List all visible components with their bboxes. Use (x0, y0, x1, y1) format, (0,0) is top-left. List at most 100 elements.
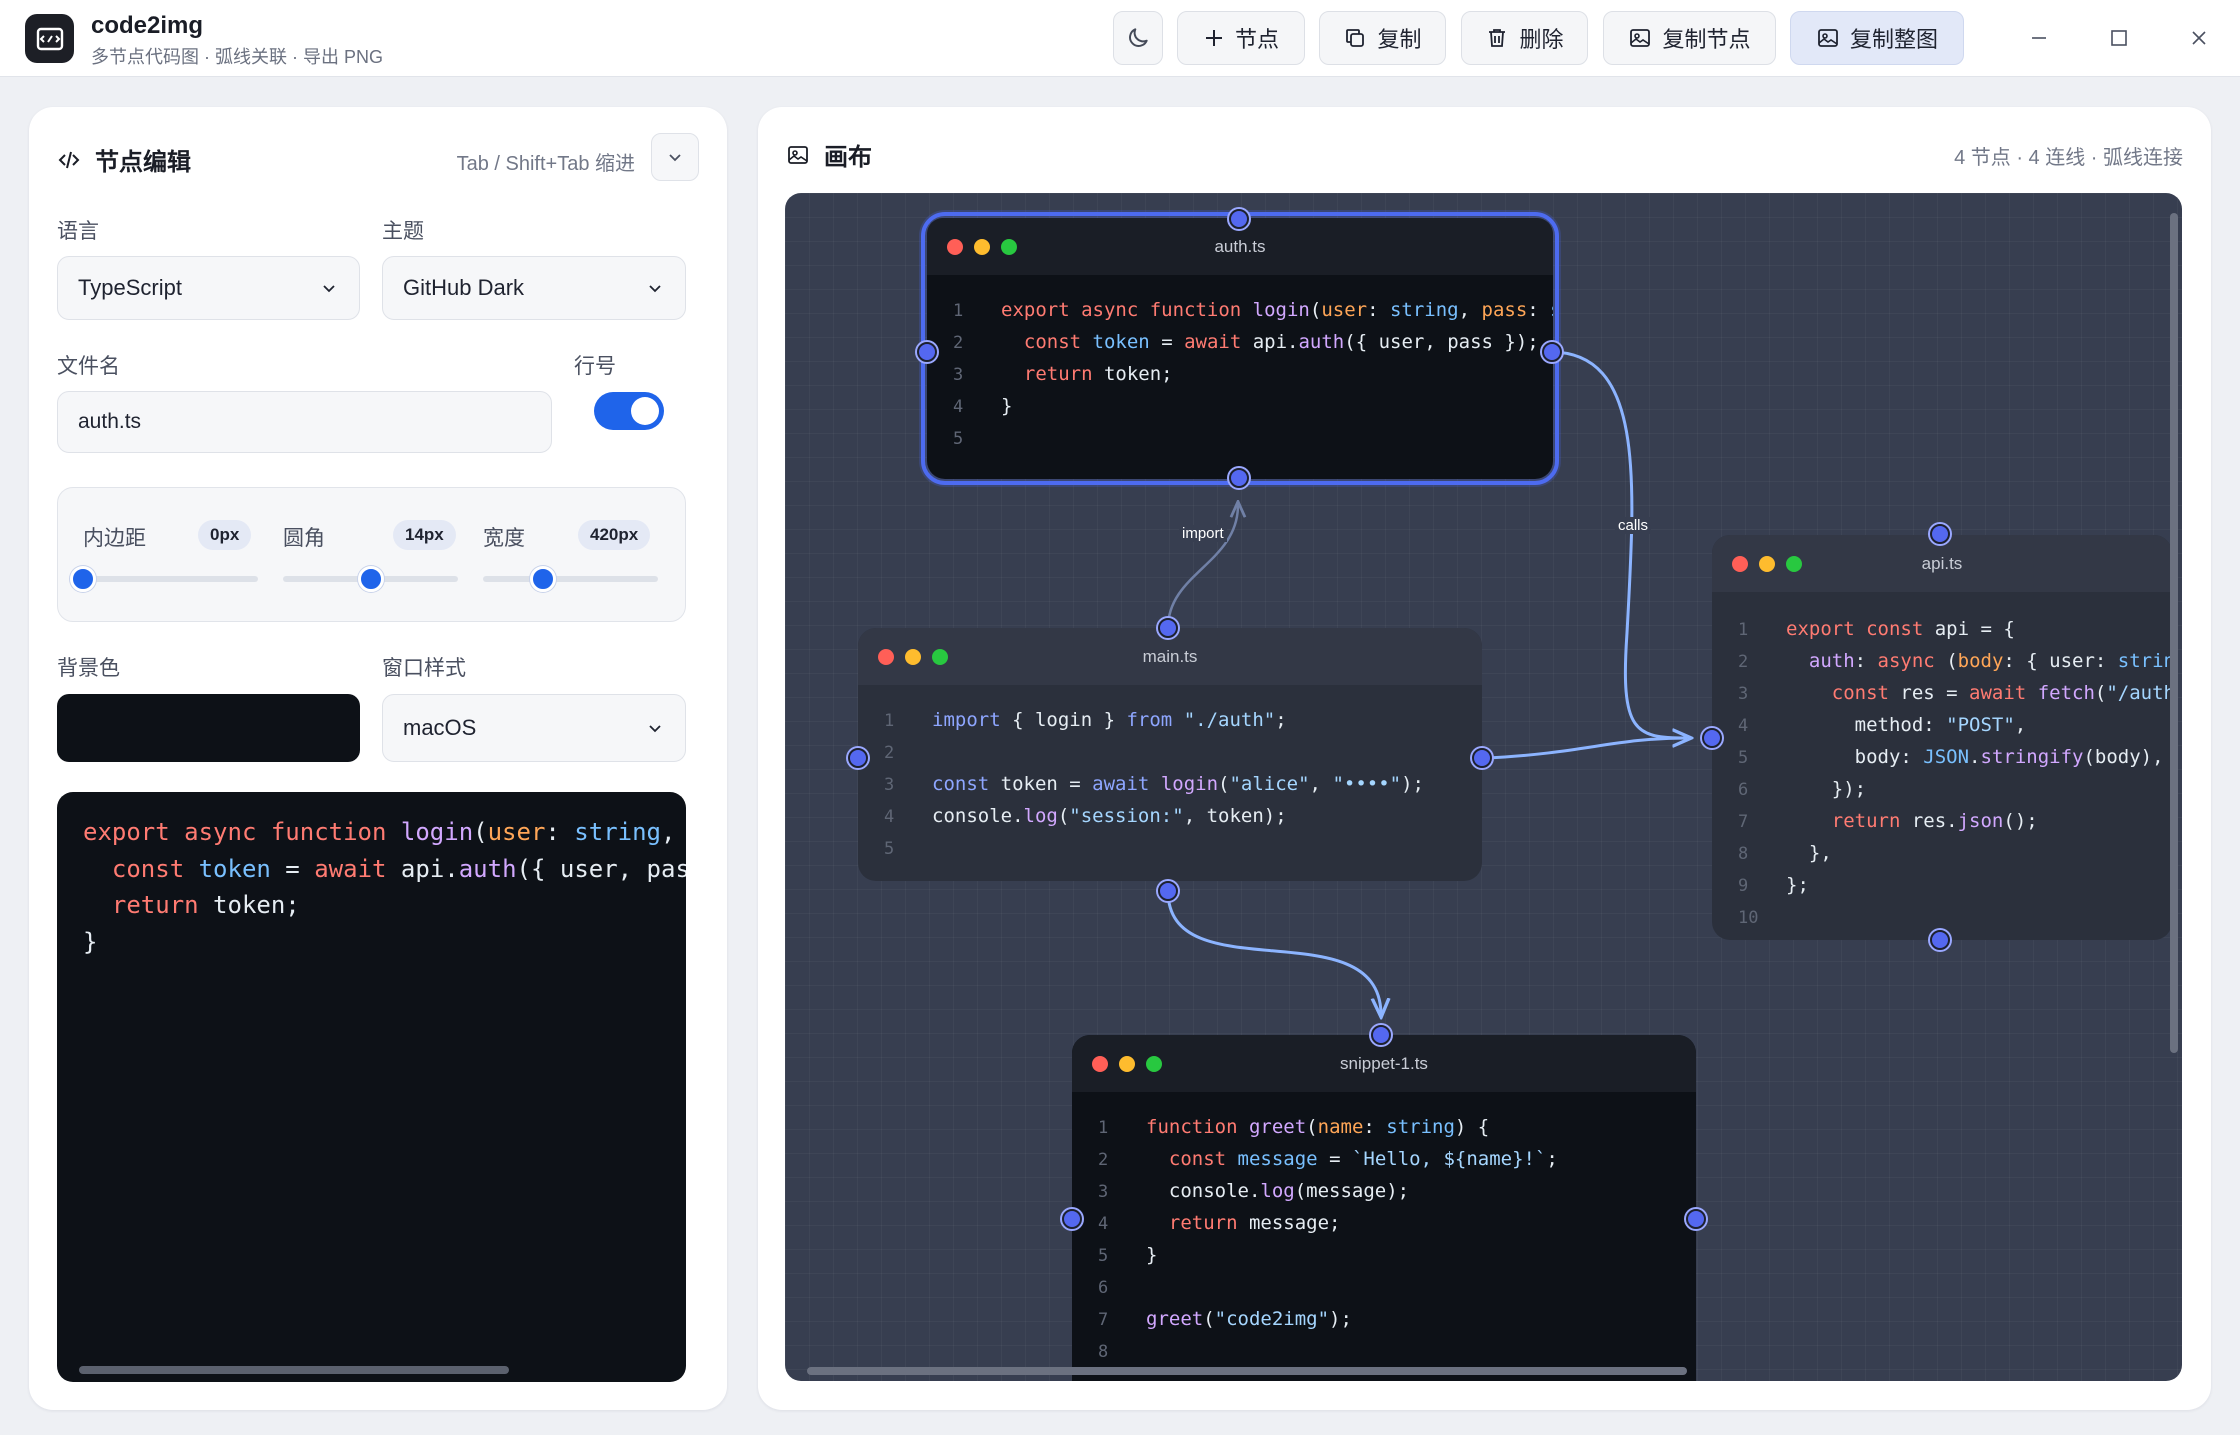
delete-button[interactable]: 删除 (1461, 11, 1588, 65)
chevron-down-icon (323, 285, 335, 293)
image-icon (1630, 29, 1651, 47)
line-numbers-toggle[interactable] (594, 392, 664, 430)
canvas-title: 画布 (824, 144, 872, 171)
node-api-filename: api.ts (1921, 553, 1963, 573)
code-editor-text: export async function login(user: string… (83, 818, 686, 956)
window-dots (1732, 556, 1802, 572)
chevron-down-icon (649, 285, 661, 293)
window-minimize-button[interactable] (2019, 18, 2059, 58)
theme-value: GitHub Dark (403, 275, 525, 300)
theme-toggle-button[interactable] (1113, 11, 1163, 65)
handle-main-top[interactable] (1158, 618, 1178, 638)
line-numbers-label: 行号 (574, 355, 616, 378)
handle-auth-left[interactable] (917, 342, 937, 362)
canvas-panel: 画布 4 节点 · 4 连线 · 弧线连接 import calls auth.… (758, 107, 2211, 1410)
canvas-header: 画布 (786, 137, 872, 172)
width-label: 宽度 (483, 527, 525, 550)
handle-main-bottom[interactable] (1158, 881, 1178, 901)
bg-color-label: 背景色 (57, 657, 120, 680)
window-close-button[interactable] (2179, 18, 2219, 58)
slider-group: 内边距 0px 圆角 14px 宽度 420px (57, 487, 686, 622)
code-icon (58, 151, 80, 168)
window-dots (878, 649, 948, 665)
language-label: 语言 (57, 220, 99, 243)
edge-main-snippet[interactable] (1166, 890, 1381, 1013)
edge-main-api[interactable] (1487, 736, 1688, 760)
edge-import[interactable] (1166, 505, 1238, 629)
edge-calls-auth-api[interactable] (1550, 350, 1687, 738)
handle-auth-right[interactable] (1542, 342, 1562, 362)
handle-main-right[interactable] (1472, 748, 1492, 768)
handle-snippet-left[interactable] (1062, 1209, 1082, 1229)
add-node-label: 节点 (1234, 27, 1279, 52)
copy-all-button[interactable]: 复制整图 (1790, 11, 1964, 65)
node-editor-panel: 节点编辑 Tab / Shift+Tab 缩进 语言 TypeScript 主题… (29, 107, 727, 1410)
app-logo-icon (25, 14, 74, 63)
window-dots (947, 239, 1017, 255)
moon-icon (1129, 28, 1148, 47)
edges-layer (1166, 350, 2182, 1381)
toggle-knob (631, 397, 659, 425)
filename-input[interactable]: auth.ts (57, 391, 552, 453)
copy-node-button[interactable]: 复制节点 (1603, 11, 1776, 65)
handle-api-bottom[interactable] (1930, 930, 1950, 950)
bg-color-swatch[interactable] (57, 694, 360, 762)
filename-label: 文件名 (57, 355, 120, 378)
chevron-down-icon (669, 154, 681, 162)
node-main-filename: main.ts (1142, 646, 1198, 666)
padding-slider-track[interactable] (83, 576, 258, 582)
canvas-horizontal-scrollbar[interactable] (807, 1367, 2167, 1375)
copy-node-label: 复制节点 (1662, 27, 1751, 52)
add-node-button[interactable]: 节点 (1177, 11, 1305, 65)
window-style-label: 窗口样式 (382, 657, 466, 680)
handle-main-left[interactable] (848, 748, 868, 768)
trash-icon (1489, 29, 1506, 47)
radius-slider-thumb[interactable] (357, 566, 384, 592)
padding-slider-thumb[interactable] (70, 566, 96, 592)
copy-label: 复制 (1377, 27, 1422, 52)
collapse-button[interactable] (651, 133, 699, 181)
copy-button[interactable]: 复制 (1319, 11, 1446, 65)
node-api-titlebar[interactable]: api.ts (1712, 535, 2172, 592)
theme-label: 主题 (382, 220, 424, 243)
width-slider-thumb[interactable] (529, 566, 556, 592)
padding-label: 内边距 (83, 527, 146, 550)
window-maximize-button[interactable] (2099, 18, 2139, 58)
scrollbar-thumb[interactable] (79, 1366, 509, 1374)
theme-select[interactable]: GitHub Dark (382, 256, 686, 320)
handle-api-top[interactable] (1930, 524, 1950, 544)
language-select[interactable]: TypeScript (57, 256, 360, 320)
editor-horizontal-scrollbar[interactable] (79, 1366, 667, 1374)
handle-api-left[interactable] (1702, 728, 1722, 748)
indent-hint: Tab / Shift+Tab 缩进 (456, 153, 635, 175)
code-editor[interactable]: export async function login(user: string… (57, 792, 686, 1382)
editor-header: 节点编辑 (57, 142, 191, 177)
plus-icon (1205, 30, 1222, 46)
width-slider-track[interactable] (483, 576, 658, 582)
radius-label: 圆角 (283, 527, 325, 550)
canvas-vertical-scrollbar[interactable] (2170, 213, 2178, 1363)
window-style-select[interactable]: macOS (382, 694, 686, 762)
handle-snippet-right[interactable] (1686, 1209, 1706, 1229)
handle-auth-top[interactable] (1229, 209, 1249, 229)
language-value: TypeScript (78, 275, 182, 300)
close-icon (2192, 31, 2206, 45)
scrollbar-thumb[interactable] (2170, 213, 2178, 1053)
app-name: code2img (91, 12, 204, 39)
handle-auth-bottom[interactable] (1229, 468, 1249, 488)
handle-snippet-top[interactable] (1371, 1025, 1391, 1045)
minimize-icon (2032, 37, 2046, 39)
canvas-stats: 4 节点 · 4 连线 · 弧线连接 (1954, 147, 2183, 169)
copy-icon (1346, 29, 1365, 47)
node-snippet-titlebar[interactable]: snippet-1.ts (1072, 1035, 1696, 1092)
scrollbar-thumb[interactable] (807, 1367, 1687, 1375)
node-auth-filename: auth.ts (1214, 236, 1266, 256)
chevron-down-icon (649, 725, 661, 733)
